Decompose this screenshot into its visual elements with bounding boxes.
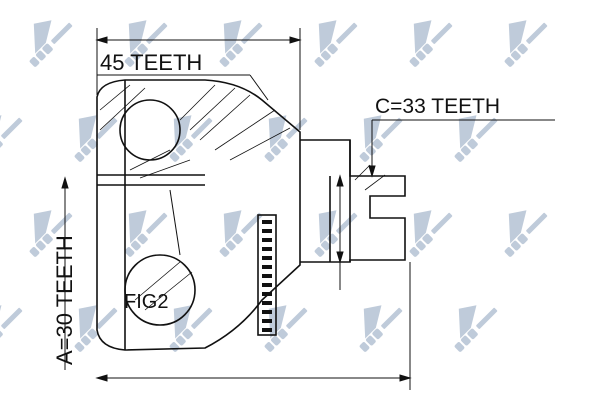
dimension-lines: [61, 28, 555, 390]
ajs-parts-watermark-logo: [359, 305, 403, 352]
ajs-parts-watermark-logo: [29, 20, 73, 67]
ajs-parts-watermark-logo: [314, 210, 358, 257]
ajs-parts-watermark-logo: [264, 305, 308, 352]
ajs-parts-watermark-logo: [454, 305, 498, 352]
abs-tooth: [262, 301, 272, 305]
hatching: [99, 84, 386, 311]
left-teeth-label: A=30 TEETH: [52, 235, 77, 365]
abs-tooth: [262, 247, 272, 251]
ajs-parts-watermark-logo: [504, 210, 548, 257]
watermark-layer: [0, 20, 548, 352]
abs-tooth: [262, 328, 272, 332]
abs-tooth: [262, 310, 272, 314]
ajs-parts-watermark-logo: [219, 210, 263, 257]
ajs-parts-watermark-logo: [454, 115, 498, 162]
abs-ring-teeth: [262, 220, 272, 332]
ajs-parts-watermark-logo: [169, 115, 213, 162]
ajs-parts-watermark-logo: [409, 210, 453, 257]
abs-tooth: [262, 292, 272, 296]
ajs-parts-watermark-logo: [169, 305, 213, 352]
ajs-parts-watermark-logo: [504, 20, 548, 67]
ajs-parts-watermark-logo: [74, 115, 118, 162]
abs-tooth: [262, 319, 272, 323]
ajs-parts-watermark-logo: [219, 20, 263, 67]
ajs-parts-watermark-logo: [314, 20, 358, 67]
ajs-parts-watermark-logo: [359, 115, 403, 162]
ajs-parts-watermark-logo: [74, 305, 118, 352]
joint-outline: [96, 79, 406, 351]
abs-tooth: [262, 220, 272, 224]
ajs-parts-watermark-logo: [124, 210, 168, 257]
ajs-parts-watermark-logo: [29, 210, 73, 257]
abs-tooth: [262, 238, 272, 242]
figure-label: FIG2: [124, 291, 168, 313]
ajs-parts-watermark-logo: [409, 20, 453, 67]
shaft-teeth-label: C=33 TEETH: [375, 95, 500, 118]
ajs-parts-watermark-logo: [0, 115, 23, 150]
abs-tooth: [262, 274, 272, 278]
ajs-parts-watermark-logo: [0, 305, 23, 340]
ajs-parts-watermark-logo: [124, 20, 168, 67]
top-teeth-label: 45 TEETH: [100, 50, 202, 75]
ajs-parts-watermark-logo: [264, 115, 308, 162]
abs-tooth: [262, 229, 272, 233]
abs-tooth: [262, 283, 272, 287]
abs-tooth: [262, 265, 272, 269]
abs-tooth: [262, 256, 272, 260]
